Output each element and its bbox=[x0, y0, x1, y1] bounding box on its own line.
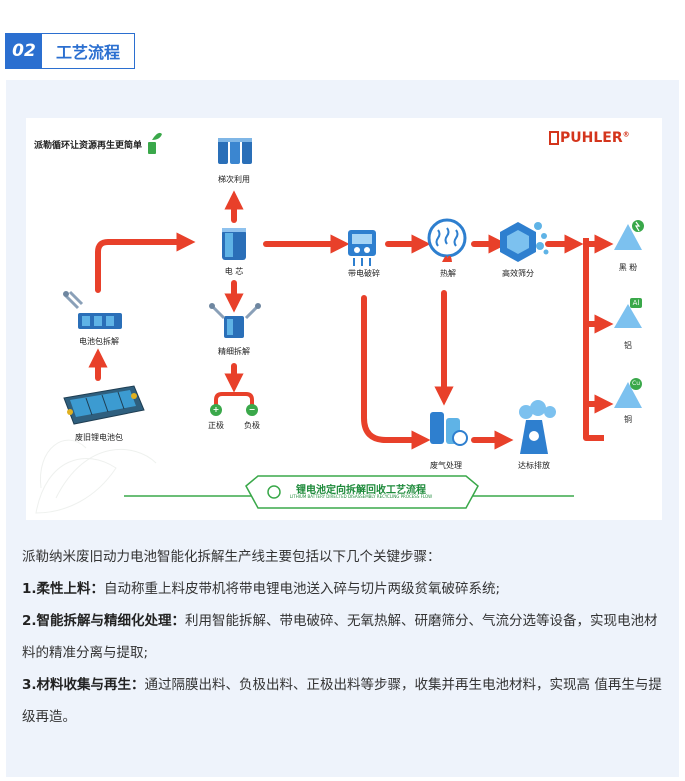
step-title: 3.材料收集与再生： bbox=[22, 677, 145, 693]
node-gas-treatment: 废气处理 bbox=[430, 461, 462, 470]
section-number: 02 bbox=[6, 34, 42, 68]
step-2: 2.智能拆解与精细化处理：利用智能拆解、带电破碎、无氧热解、研磨筛分、气流分选等… bbox=[22, 605, 667, 669]
cu-symbol: Cu bbox=[632, 380, 640, 387]
node-emission: 达标排放 bbox=[518, 461, 550, 470]
leaf-decoration-icon bbox=[35, 439, 157, 514]
fine-disassembly-icon bbox=[209, 303, 261, 338]
electrode-split bbox=[214, 392, 254, 410]
charged-crushing-icon bbox=[348, 230, 376, 266]
battery-cell-icon bbox=[222, 228, 246, 260]
node-copper: 铜 bbox=[624, 415, 632, 424]
aluminum-icon bbox=[614, 298, 642, 328]
section-header: 02 工艺流程 bbox=[5, 33, 136, 69]
screening-icon bbox=[500, 222, 549, 262]
node-pack-disassembly: 电池包拆解 bbox=[79, 337, 119, 346]
flow-graphics bbox=[35, 131, 644, 514]
waste-battery-pack-icon bbox=[63, 385, 145, 425]
step-text: 自动称重上料皮带机将带电锂电池送入碎与切片两级贫氧破碎系统; bbox=[104, 581, 501, 597]
node-fine-disassembly: 精细拆解 bbox=[218, 347, 250, 356]
copper-icon bbox=[614, 378, 642, 408]
brand-mark: ® bbox=[622, 130, 630, 139]
node-aluminum: 铝 bbox=[624, 341, 632, 350]
brand-name: PUHLER bbox=[560, 130, 623, 146]
step-1: 1.柔性上料：自动称重上料皮带机将带电锂电池送入碎与切片两级贫氧破碎系统; bbox=[22, 573, 667, 605]
step-text: 利用智能拆解、带电破碎、无氧热解、研磨筛分、气流分选等设备，实现电池材料的精准分… bbox=[22, 613, 658, 661]
node-positive: 正极 bbox=[208, 421, 224, 430]
arrow-pack-to-cell bbox=[95, 232, 196, 293]
node-black-powder: 黑 粉 bbox=[618, 263, 638, 272]
gas-treatment-icon bbox=[430, 412, 468, 446]
step-title: 2.智能拆解与精细化处理： bbox=[22, 613, 186, 629]
node-negative: 负极 bbox=[244, 421, 260, 430]
step-text: 通过隔膜出料、负极出料、正极出料等步骤，收集并再生电池材料，实现高 值再生与提级… bbox=[22, 677, 662, 725]
node-cascade-use: 梯次利用 bbox=[218, 175, 250, 184]
plus-sign: + bbox=[212, 405, 220, 414]
cascade-battery-icon bbox=[218, 138, 252, 164]
al-symbol: Al bbox=[632, 299, 640, 307]
node-cell: 电 芯 bbox=[224, 267, 244, 276]
process-flow-diagram: 派勒循环让资源再生更简单 PUHLER® 梯次利用 电 芯 精细拆解 电池包拆解… bbox=[26, 118, 662, 520]
pyrolysis-icon bbox=[427, 218, 467, 262]
intro-text: 派勒纳米废旧动力电池智能化拆解生产线主要包括以下几个关键步骤： bbox=[22, 549, 441, 565]
emission-icon bbox=[519, 400, 556, 454]
puhler-logo-icon bbox=[549, 131, 559, 145]
arrow-crushing-to-gas bbox=[361, 295, 431, 450]
node-efficient-screening: 高效筛分 bbox=[502, 269, 534, 278]
pack-disassembly-icon bbox=[63, 290, 122, 329]
battery-leaf-icon bbox=[148, 132, 162, 154]
positive-terminal-icon bbox=[210, 404, 222, 416]
negative-terminal-icon bbox=[246, 404, 258, 416]
banner-shape bbox=[245, 475, 479, 509]
banner-title: 锂电池定向拆解回收工艺流程 bbox=[296, 485, 426, 496]
minus-sign: − bbox=[248, 405, 256, 414]
section-title: 工艺流程 bbox=[56, 43, 121, 62]
puhler-logo: PUHLER® bbox=[560, 130, 630, 146]
black-powder-icon bbox=[614, 220, 644, 250]
node-charged-crushing: 带电破碎 bbox=[348, 269, 380, 278]
step-title: 1.柔性上料： bbox=[22, 581, 105, 597]
output-bracket bbox=[583, 238, 604, 441]
step-3: 3.材料收集与再生：通过隔膜出料、负极出料、正极出料等步骤，收集并再生电池材料，… bbox=[22, 669, 667, 733]
node-pyrolysis: 热解 bbox=[440, 269, 456, 278]
node-waste-battery: 废旧锂电池包 bbox=[75, 433, 123, 442]
diagram-slogan: 派勒循环让资源再生更简单 bbox=[34, 141, 143, 151]
banner-recycle-icon bbox=[267, 485, 281, 499]
banner-subtitle: LITHIUM BATTERY DIRECTED DISASSEMBLY REC… bbox=[289, 494, 433, 499]
